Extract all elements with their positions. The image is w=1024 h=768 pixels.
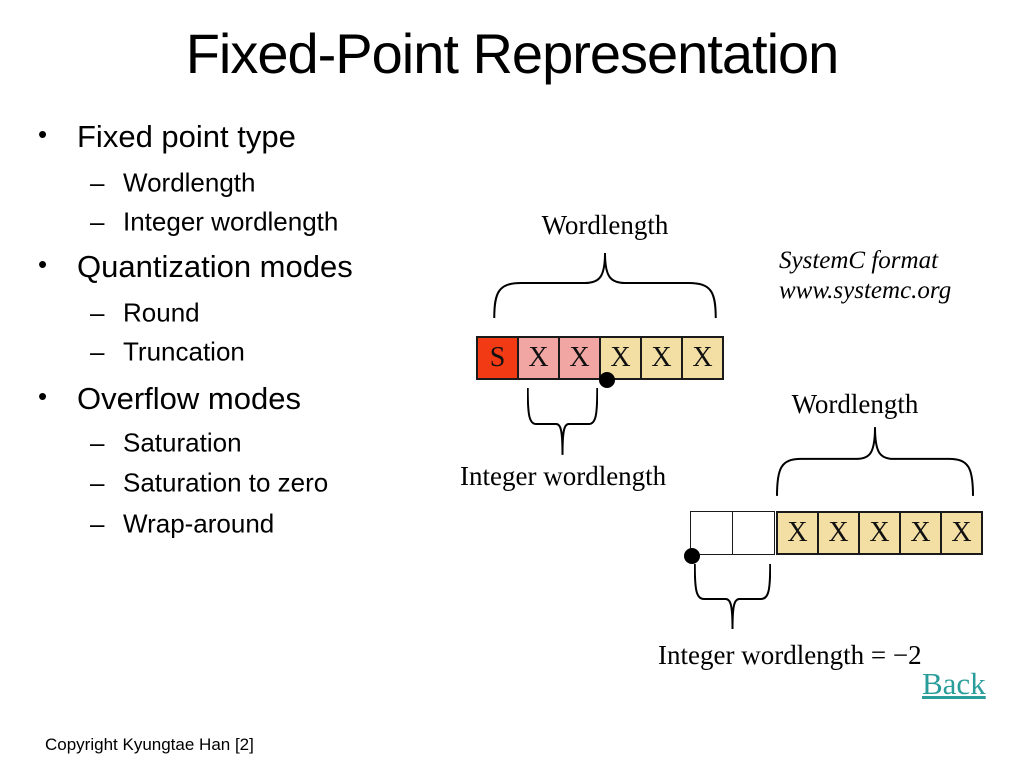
bullet-item: –Saturation [0,428,242,459]
dash-marker: – [90,467,105,498]
bullet-marker: • [38,119,48,149]
bullet-item: –Saturation to zero [0,468,328,499]
bit-cell: X [640,336,683,380]
bullet-item: • Overflow modes [0,381,301,417]
wordlength-label-1: Wordlength [541,210,669,240]
integer-wordlength-label-2: Integer wordlength = −2 [658,640,922,670]
bullet-label: Fixed point type [77,119,296,154]
bullet-label: Round [123,297,200,328]
binary-point-dot-1 [599,372,615,388]
bullet-item: –Truncation [0,337,245,368]
bit-cell: S [476,336,519,380]
bullet-label: Integer wordlength [123,206,339,237]
bullet-item: –Wrap-around [0,509,274,540]
systemc-note-line2: www.systemc.org [779,277,952,304]
bit-cell: X [517,336,560,380]
bullet-label: Truncation [123,336,245,367]
bullet-item: • Quantization modes [0,249,353,285]
binary-point-dot-2 [684,548,700,564]
dash-marker: – [90,167,105,198]
bit-cell: X [681,336,724,380]
bit-cell: X [558,336,601,380]
bullet-item: –Wordlength [0,168,256,199]
bit-cell: X [776,511,819,555]
wordlength-brace-1 [492,250,718,320]
dash-marker: – [90,508,105,539]
dash-marker: – [90,336,105,367]
bullet-label: Saturation to zero [123,467,329,498]
dash-marker: – [90,297,105,328]
wordlength-brace-2 [775,424,975,498]
bullet-label: Wordlength [123,167,256,198]
slide-title: Fixed-Point Representation [185,22,840,85]
dash-marker: – [90,427,105,458]
copyright-text: Copyright Kyungtae Han [2] [45,735,254,754]
dash-marker: – [90,206,105,237]
integer-wordlength-brace-2 [694,562,771,632]
bit-cell: X [899,511,942,555]
bit-cell: X [817,511,860,555]
bullet-list: •Fixed point type–Wordlength–Integer wor… [0,0,460,600]
bullet-marker: • [38,249,48,279]
wordlength-label-2: Wordlength [791,389,919,419]
bullet-item: –Integer wordlength [0,207,338,238]
bullet-label: Overflow modes [77,381,301,416]
fraction-extension-cells [690,511,775,555]
integer-wordlength-label-1: Integer wordlength [460,461,667,491]
bullet-label: Wrap-around [123,508,275,539]
bullet-item: • Fixed point type [0,119,296,155]
bullet-label: Quantization modes [77,249,353,284]
bullet-marker: • [38,381,48,411]
integer-wordlength-brace-1 [527,386,598,458]
back-link[interactable]: Back [922,666,986,701]
bit-cell: X [940,511,983,555]
bit-cell: X [858,511,901,555]
systemc-note: SystemC format www.systemc.org [779,246,951,306]
bullet-item: –Round [0,298,200,329]
bit-cell [732,511,775,555]
systemc-note-line1: SystemC format [779,247,939,274]
bullet-label: Saturation [123,427,242,458]
